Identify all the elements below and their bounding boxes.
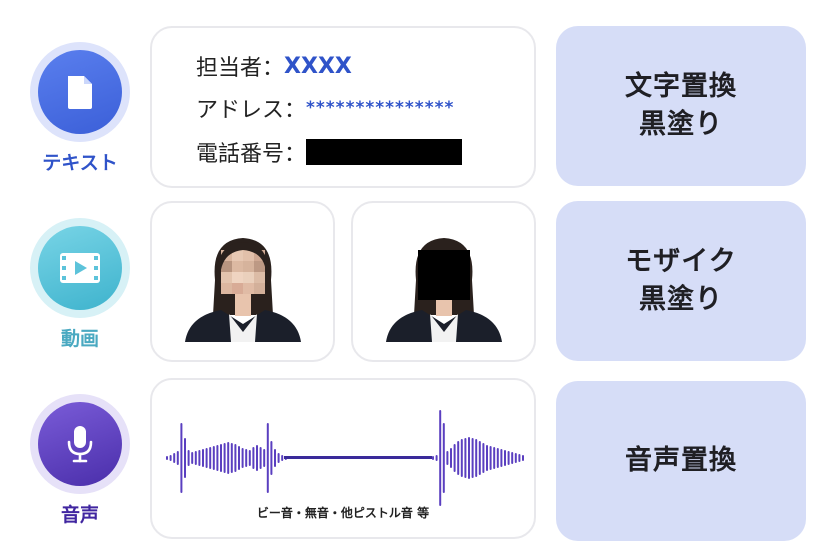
row-value-masked: ***************	[306, 98, 455, 118]
video-example-blackout	[351, 201, 536, 362]
waveform-bar	[471, 438, 474, 478]
waveform-bar	[252, 447, 255, 469]
document-icon	[68, 76, 92, 109]
waveform-bar	[457, 441, 460, 475]
waveform-bar	[475, 439, 478, 477]
waveform-bar	[245, 449, 248, 467]
waveform-bar	[514, 453, 517, 463]
waveform-bar	[486, 445, 488, 471]
action-text-line-1: 文字置換	[625, 71, 737, 103]
waveform-bar	[277, 453, 280, 463]
category-label-text: テキスト	[42, 152, 118, 174]
waveform-bar	[194, 451, 197, 465]
waveform-bar	[496, 448, 499, 468]
row-label: アドレス：	[196, 98, 307, 123]
waveform-bar	[507, 451, 510, 465]
waveform-bar	[259, 447, 262, 469]
waveform-bar	[460, 439, 463, 477]
waveform-bar	[227, 442, 230, 474]
waveform-bar	[223, 443, 226, 473]
action-video-line-1: モザイク	[625, 246, 737, 278]
text-row-phone: 電話番号：	[196, 136, 463, 168]
waveform-caption: ビー音・無音・他ピストル音 等	[256, 506, 430, 520]
waveform-bar	[187, 450, 190, 466]
waveform-bar	[216, 445, 219, 471]
waveform-bar	[493, 447, 496, 469]
waveform-bar	[482, 443, 485, 473]
waveform-bar	[238, 446, 240, 470]
waveform-bar	[435, 455, 438, 461]
waveform-bar	[202, 449, 204, 467]
category-text: テキスト	[28, 42, 132, 175]
waveform-bar	[230, 443, 233, 473]
waveform-bar	[191, 452, 194, 464]
waveform-bar	[504, 450, 506, 466]
audio-example-card: ビー音・無音・他ピストル音 等	[150, 378, 536, 539]
text-row-address: アドレス： ***************	[196, 92, 454, 124]
waveform-bar	[500, 449, 503, 467]
waveform-graphic	[166, 410, 524, 506]
waveform-bar	[166, 456, 168, 460]
category-label-audio: 音声	[60, 504, 99, 526]
waveform-bar	[442, 423, 445, 493]
portrait-blackout-image	[385, 238, 502, 342]
waveform-bar	[270, 441, 273, 475]
waveform-bar	[453, 444, 456, 472]
action-text: 文字置換 黒塗り	[556, 26, 806, 186]
waveform-bar	[489, 446, 492, 470]
waveform-bar	[256, 445, 258, 471]
waveform-bar	[212, 446, 215, 470]
waveform-bar	[274, 449, 276, 467]
action-text-line-2: 黒塗り	[639, 109, 723, 140]
waveform-bar	[220, 444, 222, 472]
waveform-bar	[439, 410, 442, 506]
category-video: 動画	[28, 218, 132, 351]
waveform-bar	[241, 448, 244, 468]
microphone-icon	[67, 426, 93, 463]
waveform-bar	[169, 455, 172, 461]
redaction-bar	[306, 139, 463, 165]
waveform-bar	[281, 455, 284, 461]
row-label: 担当者：	[196, 56, 285, 81]
action-video-line-2: 黒塗り	[639, 284, 723, 315]
portrait-mosaic-image	[184, 238, 301, 342]
waveform-bar	[248, 450, 251, 466]
action-audio-line-1: 音声置換	[625, 445, 737, 477]
waveform-bar	[205, 448, 208, 468]
waveform-bar	[511, 452, 514, 464]
waveform-bar	[234, 444, 237, 472]
waveform-bar	[446, 451, 449, 465]
row-label: 電話番号：	[196, 142, 307, 167]
waveform-bar	[518, 454, 521, 462]
waveform-bar	[432, 456, 434, 460]
video-example-mosaic	[150, 201, 335, 362]
waveform-bar	[464, 438, 467, 478]
action-audio: 音声置換	[556, 381, 806, 541]
waveform-bar	[173, 453, 176, 463]
category-label-video: 動画	[60, 328, 99, 350]
row-value-replaced: XXXX	[284, 53, 352, 79]
text-row-person: 担当者： XXXX	[196, 50, 352, 82]
video-icon	[60, 253, 100, 283]
text-example-card: 担当者： XXXX アドレス： *************** 電話番号：	[150, 26, 536, 188]
waveform-bar	[198, 450, 201, 466]
waveform-bar	[180, 423, 183, 493]
waveform-bar	[450, 448, 452, 468]
action-video: モザイク 黒塗り	[556, 201, 806, 361]
waveform-bar	[263, 449, 266, 467]
category-audio: 音声	[28, 394, 132, 527]
waveform-bar	[522, 455, 524, 461]
waveform-bar	[209, 447, 212, 469]
waveform-bar	[266, 423, 269, 493]
waveform-bar	[478, 441, 481, 475]
waveform-bar	[468, 437, 470, 479]
waveform-bar	[184, 438, 186, 478]
waveform-bar	[176, 451, 179, 465]
